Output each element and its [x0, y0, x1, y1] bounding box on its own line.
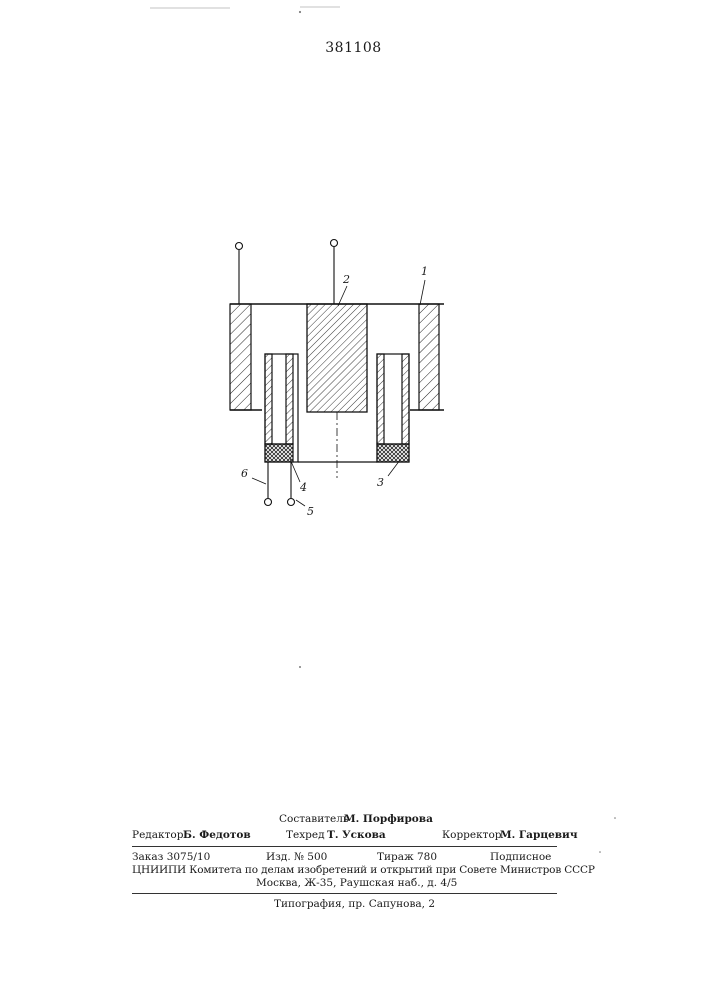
subscription: Подписное: [490, 851, 551, 864]
edition-number: Изд. № 500: [266, 851, 327, 864]
compiler-label: Составитель: [279, 813, 349, 826]
editor-name: Б. Федотов: [183, 829, 251, 842]
techred-name: Т. Ускова: [327, 829, 386, 842]
label-3: 3: [377, 476, 384, 489]
organization: ЦНИИПИ Комитета по делам изобретений и о…: [132, 864, 595, 877]
label-2: 2: [342, 273, 350, 286]
order-number: Заказ 3075/10: [132, 851, 210, 864]
label-4: 4: [299, 481, 307, 494]
compiler-name: М. Порфирова: [344, 813, 433, 826]
circulation: Тираж 780: [377, 851, 437, 864]
label-6: 6: [241, 467, 248, 480]
corrector-name: М. Гарцевич: [500, 829, 578, 842]
techred-label: Техред: [286, 829, 325, 842]
label-1: 1: [421, 265, 428, 278]
separator-bottom: [132, 893, 557, 894]
print-speck: [599, 851, 601, 853]
printer: Типография, пр. Сапунова, 2: [274, 898, 435, 911]
central-electrode-2: [307, 304, 367, 478]
editor-label: Редактор: [132, 829, 183, 842]
address: Москва, Ж-35, Раушская наб., д. 4/5: [256, 877, 457, 890]
print-speck: [614, 817, 616, 819]
print-speck: [299, 666, 301, 668]
scan-marks: [150, 7, 340, 13]
corrector-label: Корректор: [442, 829, 502, 842]
separator-top: [132, 846, 557, 847]
label-5: 5: [307, 505, 314, 518]
